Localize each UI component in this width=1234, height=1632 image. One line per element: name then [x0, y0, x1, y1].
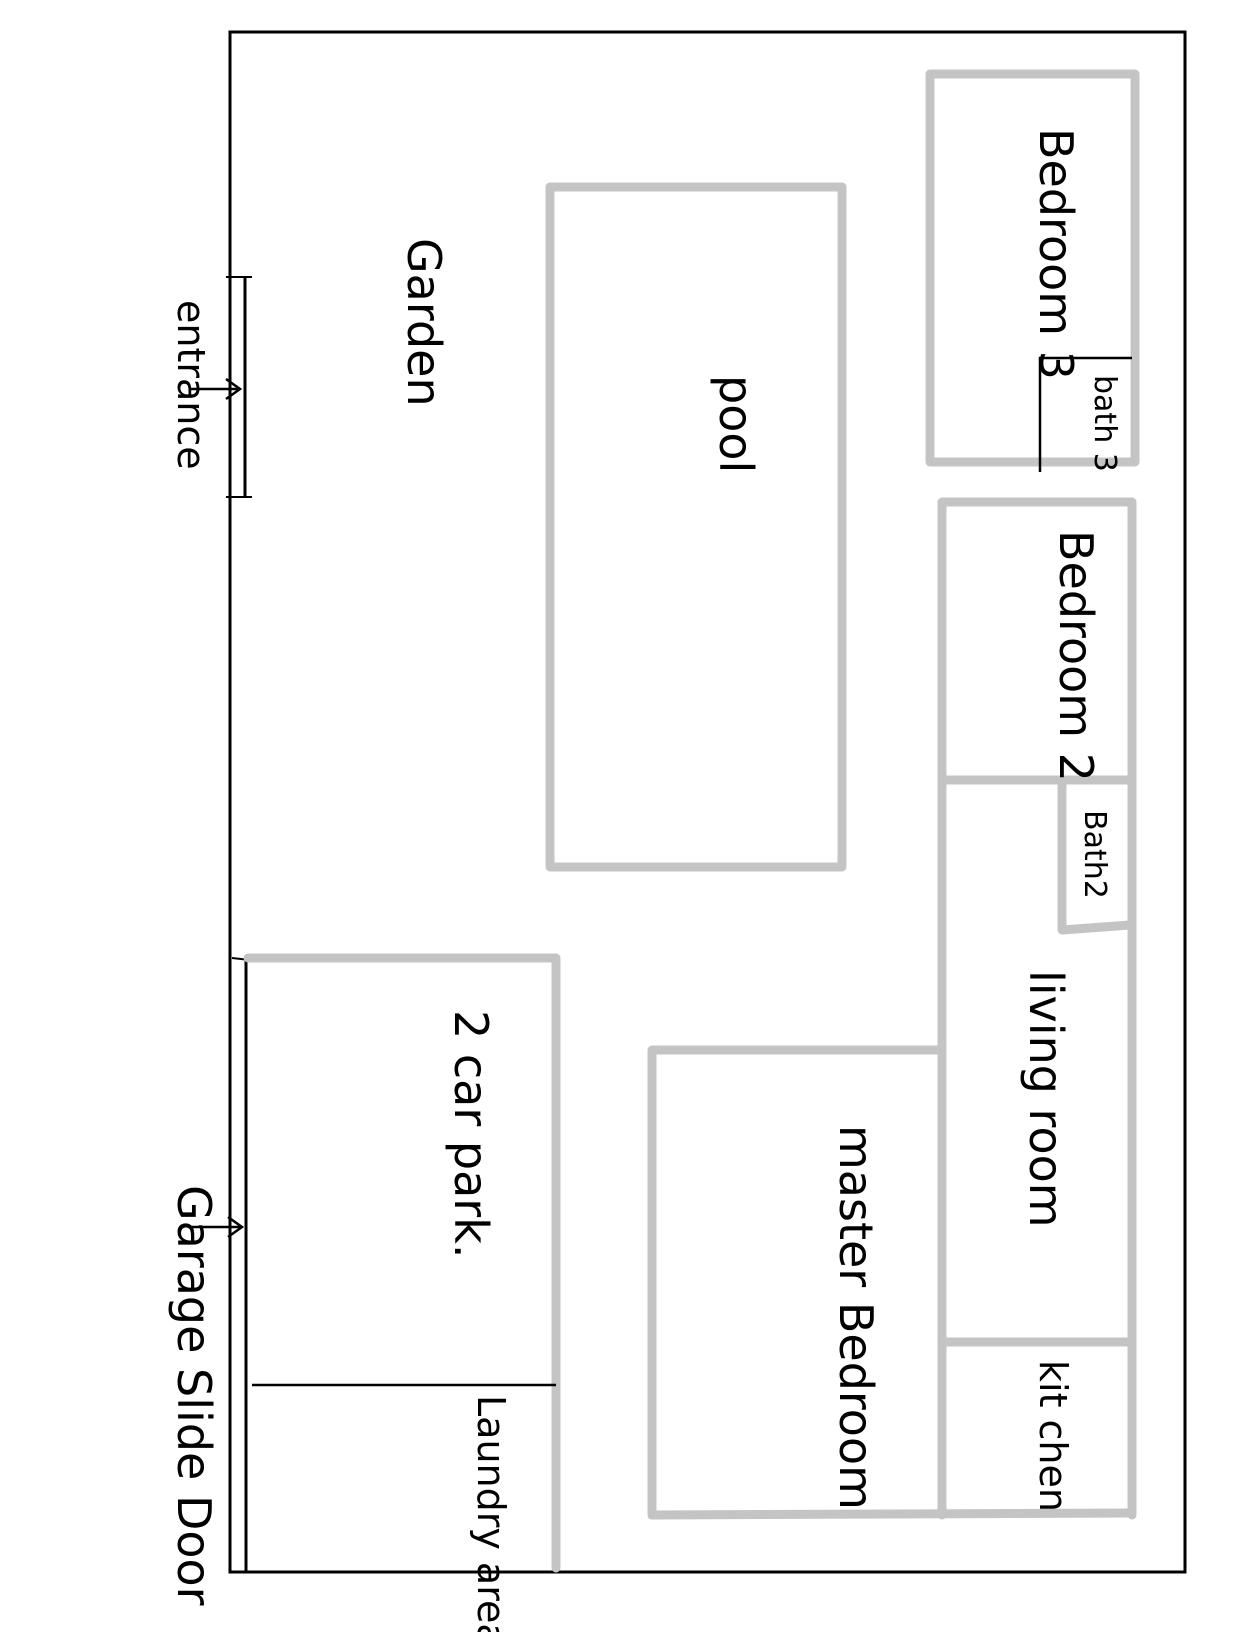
pool-outline — [545, 182, 847, 872]
car-park-walls — [243, 953, 561, 1573]
garage-door-arrow-icon — [190, 1215, 245, 1239]
entrance-gate — [226, 276, 252, 498]
label-entrance: entrance — [169, 300, 213, 470]
garage-slide-door — [231, 957, 251, 1572]
label-bedroom-3: Bedroom 3 — [1029, 128, 1083, 380]
bath-2-walls — [1057, 775, 1135, 935]
master-bedroom-walls — [647, 1045, 947, 1520]
property-boundary — [228, 30, 1187, 1574]
label-bedroom-2: Bedroom 2 — [1049, 530, 1103, 782]
label-laundry: Laundry area. — [469, 1395, 513, 1632]
label-bath-3: bath 3 — [1087, 375, 1122, 472]
label-living-room: living room — [1019, 970, 1073, 1228]
bedroom-3-walls — [925, 69, 1140, 467]
house-bottom-wall — [647, 1508, 1137, 1520]
label-garden: Garden — [397, 238, 451, 407]
entrance-arrow-icon — [190, 377, 243, 401]
bath-3-walls — [1038, 356, 1132, 472]
label-pool: pool — [709, 375, 763, 473]
label-garage-door: Garage Slide Door — [167, 1185, 221, 1606]
label-kitchen: kit chen — [1031, 1360, 1075, 1512]
label-bath-2: Bath2 — [1077, 810, 1112, 899]
label-car-park: 2 car park. — [444, 1010, 498, 1258]
bedroom-2-walls — [937, 497, 1137, 785]
label-master-bedroom: master Bedroom — [829, 1125, 883, 1510]
